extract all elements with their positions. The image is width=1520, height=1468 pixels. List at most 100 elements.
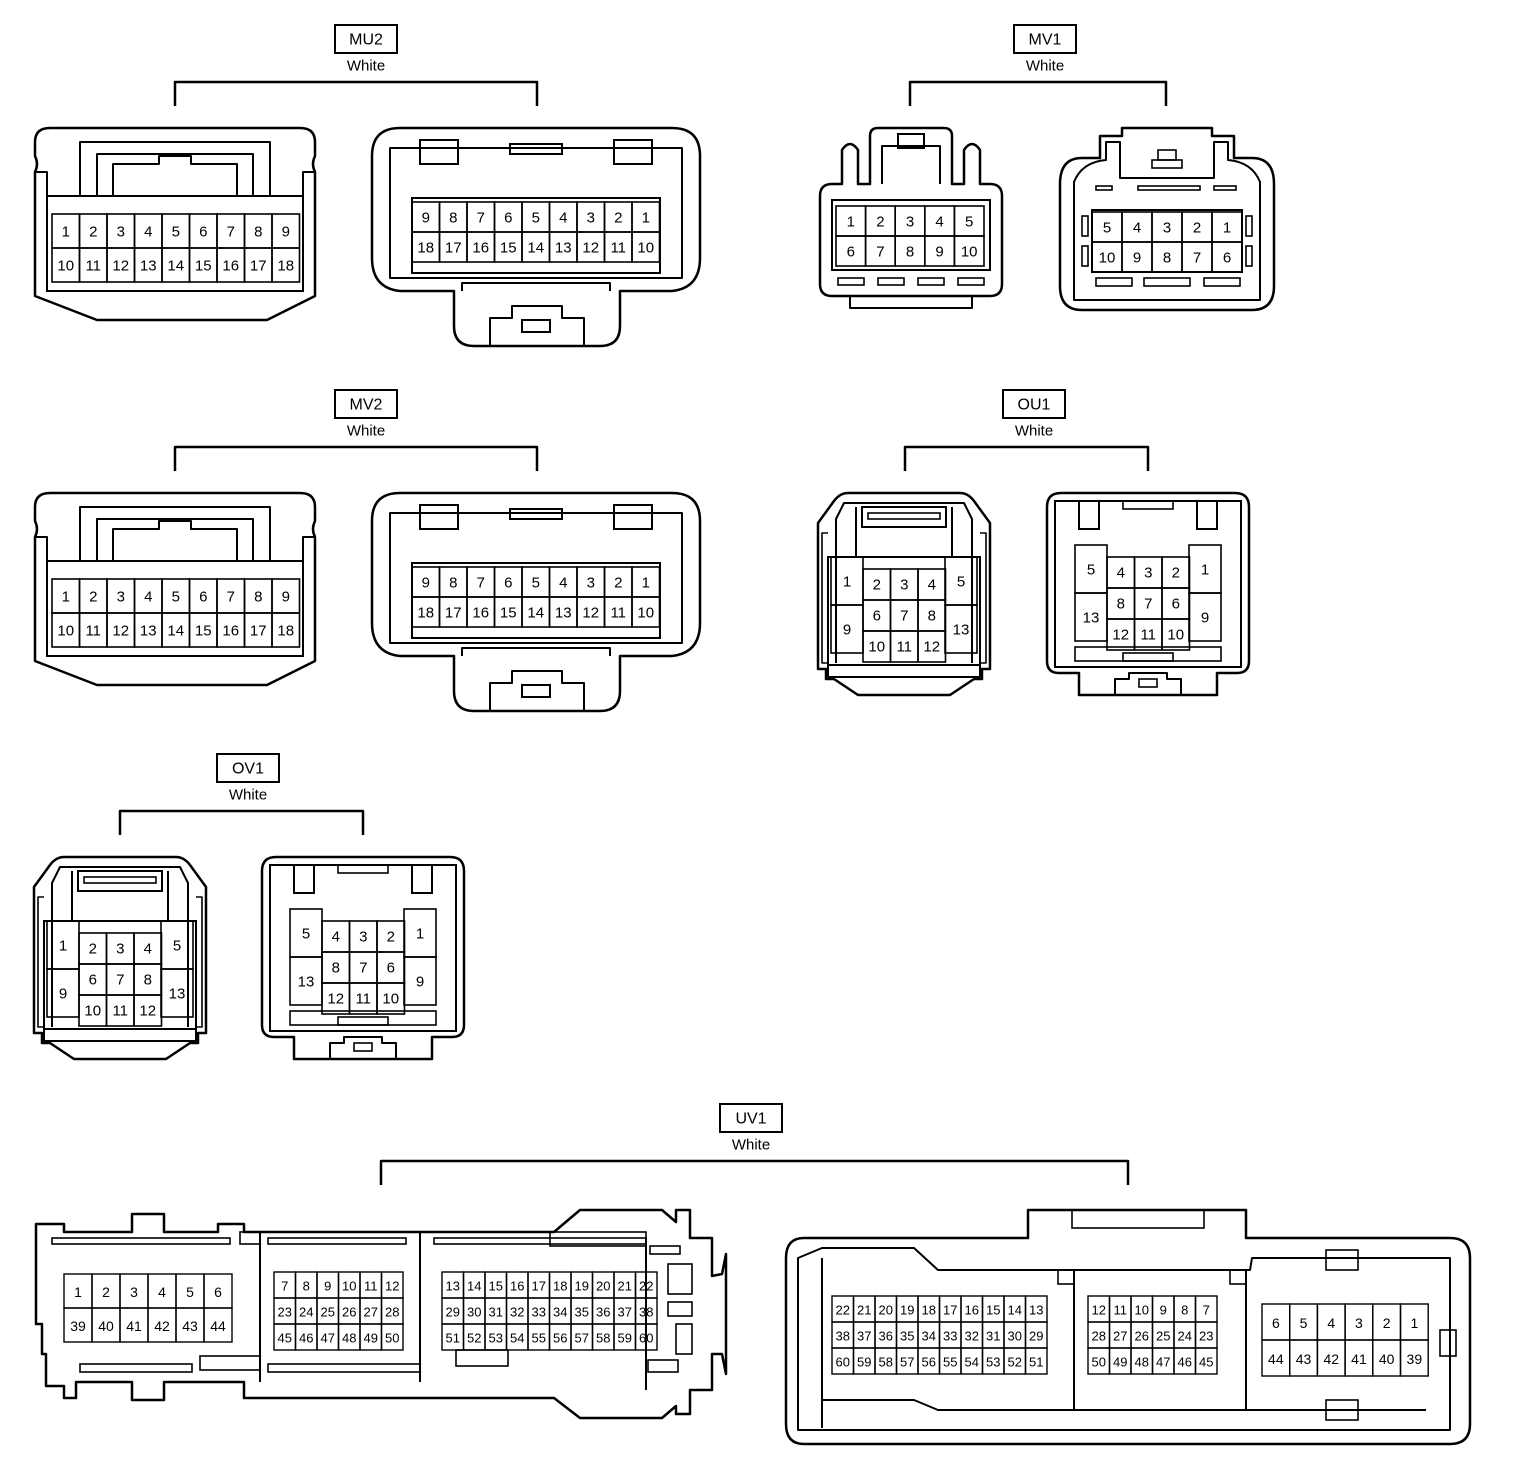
pin-label: 4	[144, 941, 152, 958]
housing-detail	[867, 512, 941, 520]
pin-label: 7	[1193, 250, 1201, 267]
housing-detail	[267, 1363, 421, 1373]
pin-label: 60	[836, 1355, 850, 1370]
pin-label: 1	[1201, 562, 1209, 579]
pin-label: 56	[922, 1355, 936, 1370]
pin-label: 17	[445, 240, 462, 257]
pin-cell	[380, 1323, 404, 1351]
pin-label: 34	[922, 1329, 936, 1344]
pin-label: 3	[900, 577, 908, 594]
pin-label: 31	[986, 1329, 1000, 1344]
pin-label: 12	[139, 1003, 156, 1020]
pin-label: 5	[172, 589, 180, 606]
housing-outline	[1114, 672, 1182, 695]
pin-label: 40	[1379, 1351, 1395, 1367]
pin-label: 10	[868, 639, 885, 656]
pin-label: 18	[922, 1303, 936, 1318]
pin-label: 7	[477, 575, 485, 592]
housing-outline	[79, 141, 271, 196]
pin-label: 8	[1117, 596, 1125, 613]
pin-label: 6	[199, 589, 207, 606]
pin-label: 14	[467, 1279, 481, 1294]
pin-label: 7	[116, 972, 124, 989]
pin-label: 5	[957, 574, 965, 591]
pin-label: 15	[195, 258, 212, 275]
pin-label: 2	[89, 589, 97, 606]
housing-detail	[289, 1010, 437, 1026]
housing-outline	[389, 147, 683, 279]
housing-outline	[259, 1232, 647, 1390]
pin-label: 10	[84, 1003, 101, 1020]
pin-cell	[631, 596, 661, 628]
pin-label: 48	[342, 1331, 356, 1346]
pin-label: 2	[1193, 220, 1201, 237]
pin-label: 13	[298, 974, 315, 991]
housing-outline	[32, 855, 208, 1061]
pin-label: 15	[986, 1303, 1000, 1318]
pin-label: 51	[446, 1331, 460, 1346]
pin-label: 4	[559, 575, 567, 592]
pin-label: 45	[1199, 1355, 1213, 1370]
pin-label: 24	[299, 1305, 313, 1320]
pin-label: 8	[332, 960, 340, 977]
pin-label: 9	[282, 589, 290, 606]
housing-detail	[1196, 500, 1218, 530]
pin-label: 20	[879, 1303, 893, 1318]
connector-id: UV1	[735, 1111, 766, 1128]
pin-label: 16	[472, 240, 489, 257]
pin-label: 33	[532, 1305, 546, 1320]
housing-detail	[675, 1323, 693, 1355]
housing-outline	[784, 1208, 1472, 1446]
housing-detail	[647, 1359, 679, 1373]
housing-detail	[1081, 245, 1089, 267]
pin-label: 17	[250, 623, 267, 640]
pin-label: 4	[928, 577, 936, 594]
housing-detail	[1074, 646, 1222, 662]
housing-detail	[877, 277, 905, 286]
pin-label: 13	[140, 258, 157, 275]
connector-id: MV1	[1029, 32, 1062, 49]
housing-detail	[77, 870, 163, 892]
pin-label: 1	[1410, 1315, 1418, 1331]
pin-label: 18	[417, 240, 434, 257]
pin-label: 4	[332, 929, 340, 946]
pin-label: 12	[385, 1279, 399, 1294]
housing-detail	[83, 876, 157, 884]
pin-label: 6	[387, 960, 395, 977]
pin-label: 7	[227, 224, 235, 241]
housing-outline	[821, 532, 987, 664]
pin-label: 6	[214, 1284, 222, 1300]
pin-label: 8	[254, 224, 262, 241]
pin-label: 6	[89, 972, 97, 989]
pin-label: 19	[900, 1303, 914, 1318]
housing-detail	[613, 139, 653, 165]
pin-label: 26	[1135, 1329, 1149, 1344]
pin-label: 28	[1092, 1329, 1106, 1344]
housing-detail	[861, 506, 947, 528]
pin-label: 30	[1008, 1329, 1022, 1344]
pin-label: 14	[167, 258, 184, 275]
pin-label: 42	[1323, 1351, 1339, 1367]
pin-label: 41	[126, 1318, 142, 1334]
housing-detail	[1095, 185, 1113, 191]
pin-label: 13	[1029, 1303, 1043, 1318]
pin-label: 9	[422, 210, 430, 227]
connector-color: White	[732, 1137, 770, 1154]
pin-label: 32	[965, 1329, 979, 1344]
pin-label: 24	[1178, 1329, 1192, 1344]
pin-label: 9	[416, 974, 424, 991]
pin-label: 4	[935, 214, 943, 231]
pin-label: 31	[489, 1305, 503, 1320]
pin-label: 6	[873, 608, 881, 625]
pin-label: 11	[355, 991, 371, 1008]
pin-label: 3	[1144, 565, 1152, 582]
housing-outline	[797, 1247, 1451, 1431]
pin-label: 9	[1133, 250, 1141, 267]
